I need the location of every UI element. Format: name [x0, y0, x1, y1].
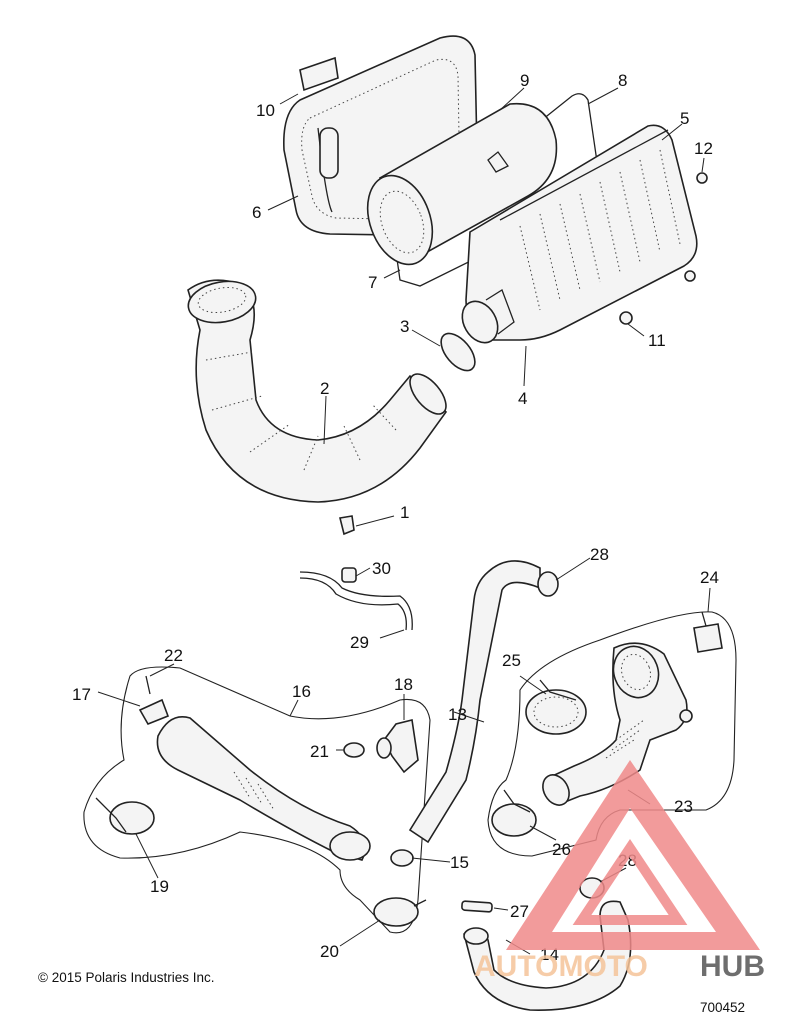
- callout-9: 9: [520, 71, 529, 90]
- callout-7: 7: [368, 273, 377, 292]
- callout-2: 2: [320, 379, 329, 398]
- group-outline-part-23: [487, 611, 737, 857]
- callout-5: 5: [680, 109, 689, 128]
- figure-number: 700452: [700, 1000, 746, 1015]
- callout-22: 22: [164, 646, 183, 665]
- callout-6: 6: [252, 203, 261, 222]
- callout-3: 3: [400, 317, 409, 336]
- watermark-brand-left: AUTOMOTO: [474, 950, 648, 983]
- callout-16: 16: [292, 682, 311, 701]
- callout-15: 15: [450, 853, 469, 872]
- watermark-triangle-icon: [506, 760, 760, 950]
- intake-assembly-part-23: [542, 642, 693, 806]
- watermark-brand-right: HUB: [700, 950, 765, 983]
- callout-11: 11: [648, 331, 666, 350]
- intake-duct-part-2: [187, 279, 448, 503]
- clamp-part-19: [95, 797, 155, 835]
- clip-part-30: [341, 567, 357, 583]
- callout-27: 27: [510, 902, 529, 921]
- bolt-part-22: [145, 675, 151, 695]
- callout-8: 8: [618, 71, 627, 90]
- ring-part-21: [343, 742, 365, 758]
- callout-20: 20: [320, 942, 339, 961]
- adapter-part-18: [376, 719, 419, 774]
- hose-part-13: [408, 560, 541, 844]
- callout-23: 23: [674, 797, 693, 816]
- label-part-10: [299, 56, 339, 92]
- callout-29: 29: [350, 633, 369, 652]
- callout-28-upper: 28: [590, 545, 609, 564]
- watermark-logo: AUTOMOTO HUB: [474, 760, 765, 983]
- callout-24: 24: [700, 568, 719, 587]
- clamp-part-25: [525, 679, 587, 735]
- callout-26: 26: [552, 840, 571, 859]
- clamp-part-3: [440, 332, 476, 372]
- bracket-part-17: [138, 698, 170, 726]
- copyright-notice: © 2015 Polaris Industries Inc.: [38, 970, 215, 985]
- group-outline-part-16: [83, 666, 431, 934]
- fastener-part-12: [696, 172, 708, 184]
- callout-13: 13: [448, 705, 467, 724]
- callout-18: 18: [394, 675, 413, 694]
- clamp-part-26: [491, 789, 537, 837]
- bracket-part-24: [693, 611, 723, 653]
- callout-30: 30: [372, 559, 391, 578]
- hose-piece-part-27: [461, 900, 493, 913]
- callout-1: 1: [400, 503, 409, 522]
- airbox-base-part-4-5: [461, 124, 698, 344]
- clip-part-1: [339, 515, 355, 536]
- callout-17: 17: [72, 685, 91, 704]
- hose-part-14: [463, 900, 632, 1011]
- clamp-part-28-upper: [537, 571, 559, 597]
- air-filter-part-9: [366, 102, 558, 266]
- clamp-part-20: [373, 897, 427, 927]
- duct-part-16: [156, 716, 371, 861]
- callout-4: 4: [518, 389, 527, 408]
- callout-19: 19: [150, 877, 169, 896]
- clamp-part-15: [390, 849, 414, 867]
- fastener-part-11: [619, 270, 696, 325]
- callout-21: 21: [310, 742, 329, 761]
- breather-hose-part-29: [299, 571, 413, 631]
- callout-12: 12: [694, 139, 713, 158]
- callout-25: 25: [502, 651, 521, 670]
- callout-10: 10: [256, 101, 275, 120]
